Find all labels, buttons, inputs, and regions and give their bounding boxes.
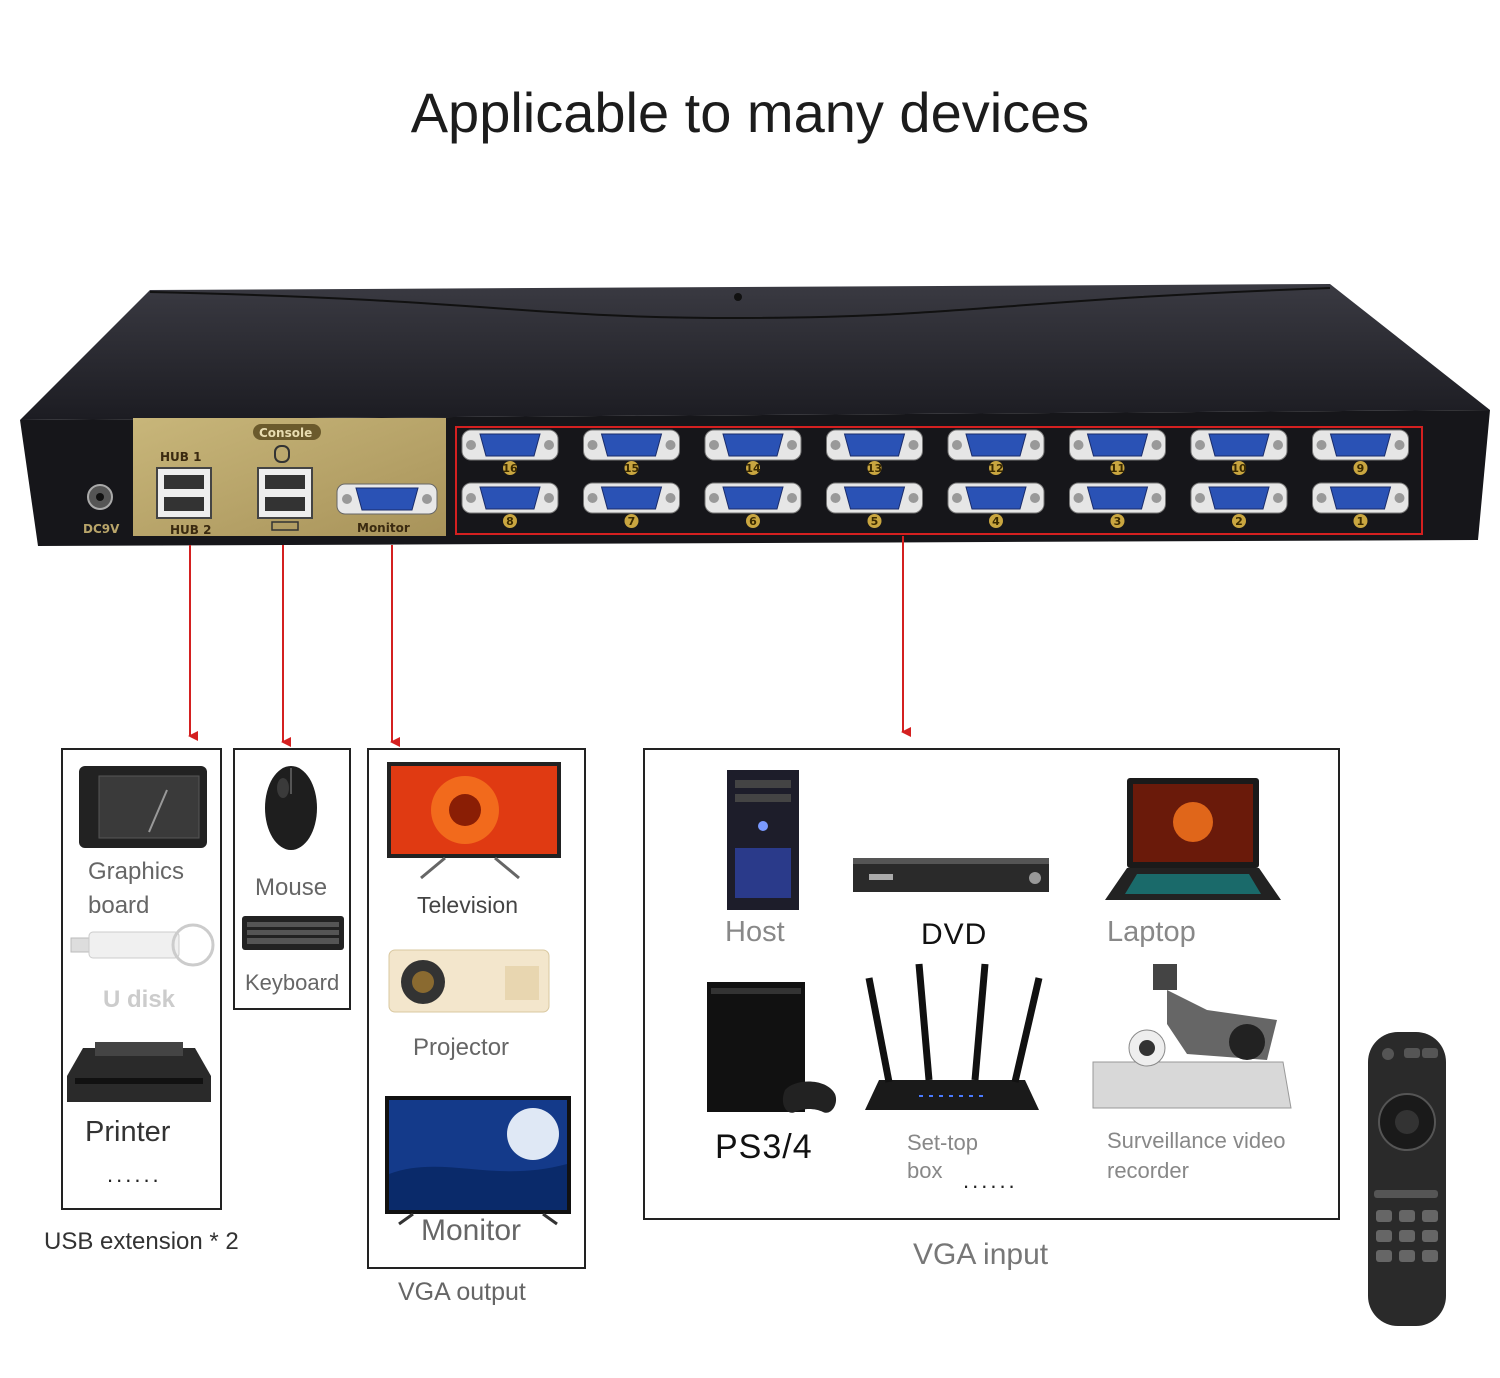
- power-jack-icon: [87, 484, 113, 510]
- monitor-label: Monitor: [421, 1214, 522, 1247]
- monitor-vga-port-icon: [336, 483, 438, 515]
- vga-port-9: 9: [1312, 429, 1409, 475]
- host-pc-icon: [727, 770, 799, 910]
- vga-port-number: 3: [1114, 515, 1122, 528]
- vga-input-box: Host DVD Laptop PS3/4 Set-top box ......: [643, 748, 1340, 1220]
- usb-extension-caption: USB extension * 2: [44, 1228, 239, 1255]
- mouse-keyboard-ports-icon: [257, 445, 313, 531]
- vga-port-4: 4: [947, 482, 1045, 528]
- printer-label: Printer: [85, 1116, 171, 1148]
- vga-port-number: 2: [1235, 515, 1243, 528]
- power-label: DC9V: [83, 522, 120, 536]
- vga-port-7: 7: [583, 482, 680, 528]
- usb-disk-icon: [70, 923, 215, 967]
- vga-input-caption: VGA input: [913, 1238, 1049, 1271]
- surveillance-label: Surveillance video: [1107, 1128, 1286, 1153]
- television-icon: [387, 762, 561, 880]
- surveillance-recorder-icon: [1092, 964, 1292, 1109]
- vga-port-6: 6: [704, 482, 802, 528]
- mouse-icon: [265, 766, 317, 850]
- usb-extension-box: Graphics board U disk Printer ......: [61, 748, 222, 1210]
- vga-port-5: 5: [826, 482, 923, 528]
- u-disk-label: U disk: [103, 986, 176, 1013]
- vga-port-number: 7: [628, 515, 636, 528]
- television-label: Television: [417, 892, 518, 918]
- router-icon: [865, 963, 1043, 1110]
- vga-port-number: 12: [988, 462, 1003, 475]
- surveillance-label-2: recorder: [1107, 1158, 1189, 1183]
- dvd-label: DVD: [921, 918, 988, 951]
- set-top-box-label-2: box: [907, 1158, 943, 1183]
- vga-port-number: 8: [506, 515, 514, 528]
- vga-port-number: 1: [1357, 515, 1365, 528]
- more-input-dots: ......: [963, 1168, 1018, 1193]
- vga-port-12: 12: [947, 429, 1045, 475]
- laptop-label: Laptop: [1107, 916, 1196, 948]
- hub1-label: HUB 1: [160, 450, 201, 464]
- vga-port-15: 15: [583, 429, 680, 475]
- graphics-board-label: Graphics: [88, 858, 185, 885]
- connection-arrows: [188, 536, 911, 747]
- vga-port-11: 11: [1069, 429, 1166, 475]
- vga-input-highlight: [455, 426, 1423, 535]
- vga-port-number: 13: [867, 462, 882, 475]
- vga-port-number: 10: [1231, 462, 1247, 475]
- printer-icon: [67, 1042, 211, 1102]
- vga-port-number: 5: [871, 515, 879, 528]
- laptop-icon: [1105, 778, 1281, 900]
- vga-port-16: 16: [461, 429, 559, 475]
- graphics-tablet-icon: [79, 766, 207, 848]
- monitor-port-label: Monitor: [357, 521, 410, 535]
- vga-port-number: 6: [749, 515, 757, 528]
- vga-port-14: 14: [704, 429, 802, 475]
- monitor-icon: [385, 1096, 571, 1226]
- host-label: Host: [725, 916, 785, 948]
- set-top-box-label: Set-top: [907, 1130, 978, 1155]
- page-title: Applicable to many devices: [410, 81, 1090, 144]
- vga-port-1: 1: [1312, 482, 1409, 528]
- vga-port-number: 15: [624, 462, 639, 475]
- dvd-player-icon: [853, 858, 1049, 892]
- graphics-board-label-2: board: [88, 892, 150, 919]
- vga-port-number: 4: [992, 515, 1000, 528]
- projector-icon: [388, 949, 550, 1013]
- vga-output-box: Television Projector Monitor: [367, 748, 586, 1269]
- vga-port-10: 10: [1190, 429, 1288, 475]
- vga-port-number: 16: [502, 462, 518, 475]
- vga-port-8: 8: [461, 482, 559, 528]
- keyboard-icon: [242, 916, 344, 950]
- vga-port-number: 11: [1110, 462, 1125, 475]
- console-label: Console: [259, 426, 312, 440]
- projector-label: Projector: [413, 1034, 510, 1061]
- usb-hub-ports-icon: [156, 467, 212, 519]
- ps3-4-label: PS3/4: [715, 1128, 813, 1166]
- console-box: Mouse Keyboard: [233, 748, 351, 1010]
- vga-port-number: 14: [745, 462, 761, 475]
- vga-port-3: 3: [1069, 482, 1166, 528]
- vga-output-caption: VGA output: [398, 1278, 526, 1306]
- more-usb-dots: ......: [107, 1162, 162, 1187]
- vga-port-13: 13: [826, 429, 923, 475]
- vga-port-2: 2: [1190, 482, 1288, 528]
- mouse-label: Mouse: [255, 874, 328, 901]
- remote-control-icon: [1368, 1032, 1446, 1326]
- keyboard-label: Keyboard: [245, 970, 340, 995]
- vga-port-number: 9: [1357, 462, 1365, 475]
- hub2-label: HUB 2: [170, 523, 211, 537]
- ps3-console-icon: [707, 982, 837, 1113]
